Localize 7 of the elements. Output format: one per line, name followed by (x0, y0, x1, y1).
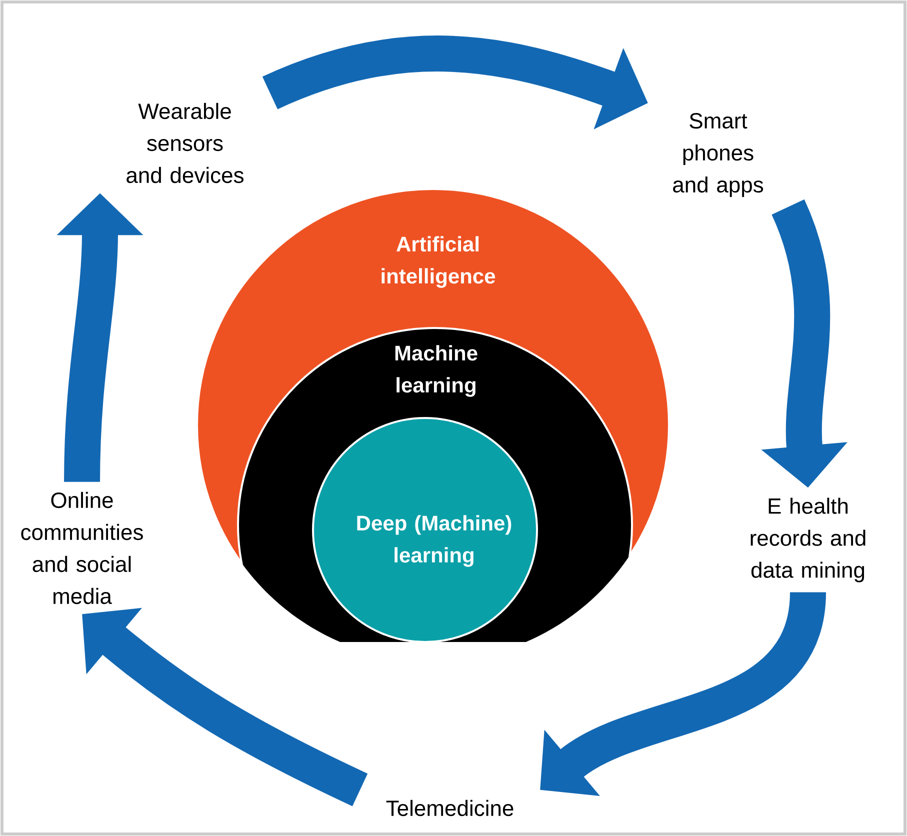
label-text: Wearable sensors and devices (126, 102, 244, 184)
label-text: E health records and data mining (750, 498, 866, 582)
label-text: Smart phones and apps (673, 113, 764, 197)
circle-region: Deep (Machine) learning (312, 417, 538, 642)
label-text: Telemedicine (386, 800, 514, 816)
curved-arrow (540, 590, 826, 796)
label-text: Online communities and social media (21, 492, 143, 604)
